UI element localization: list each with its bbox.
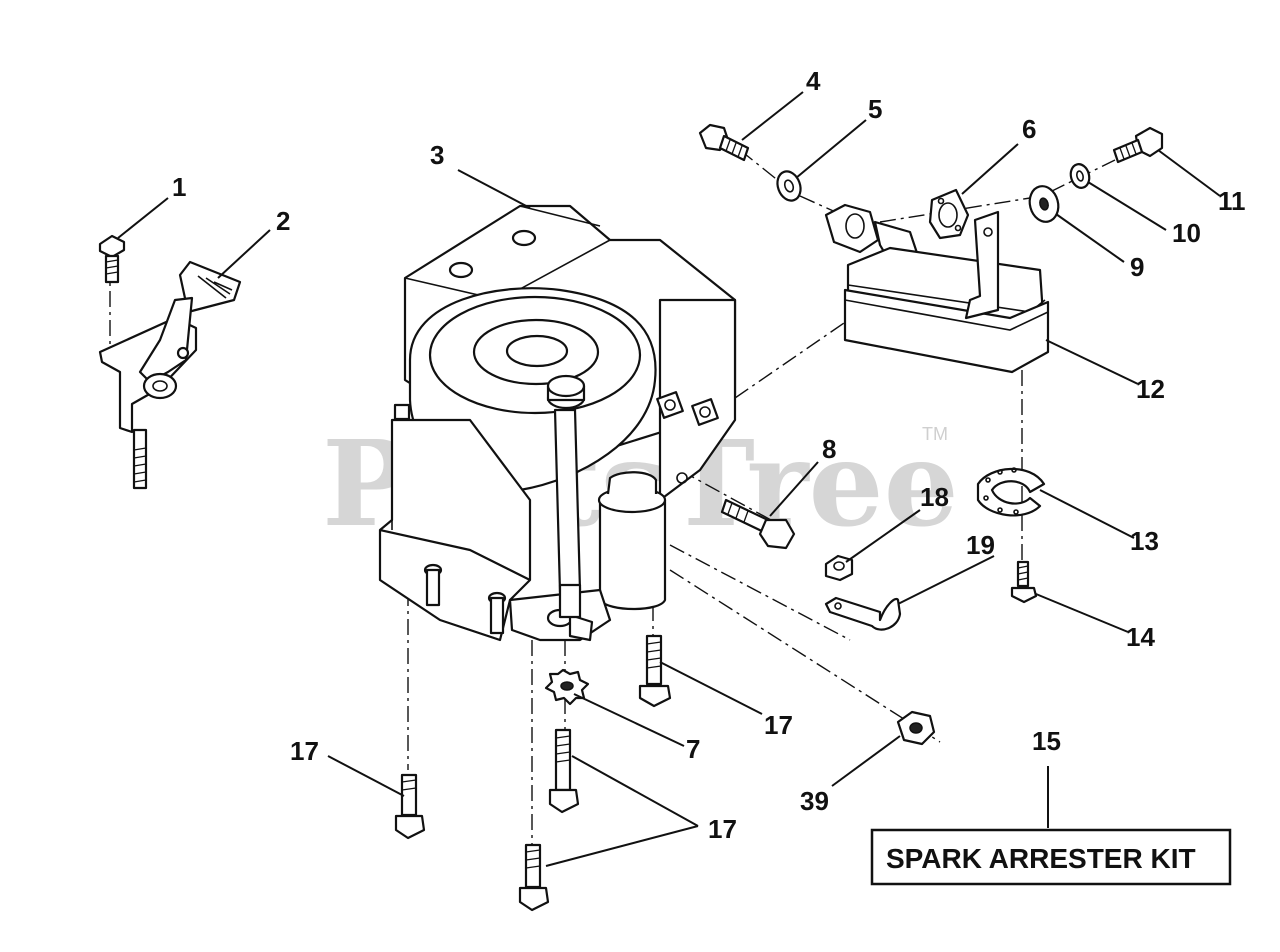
callout-15: 15 bbox=[1032, 726, 1061, 756]
callout-6: 6 bbox=[1022, 114, 1036, 144]
callout-39: 39 bbox=[800, 786, 829, 816]
gasket-6-icon bbox=[928, 188, 970, 240]
engine-icon bbox=[378, 204, 737, 642]
bolt-11-icon bbox=[1112, 126, 1164, 164]
spark-screen-icon bbox=[976, 467, 1046, 517]
callout-2: 2 bbox=[276, 206, 290, 236]
washer-9-icon bbox=[1028, 185, 1060, 223]
callout-labels: 1 2 3 4 5 6 7 8 9 10 11 12 13 14 15 17 1… bbox=[172, 66, 1246, 844]
nut-18-icon bbox=[824, 554, 854, 582]
callout-19: 19 bbox=[966, 530, 995, 560]
callout-17-right: 17 bbox=[764, 710, 793, 740]
callout-8: 8 bbox=[822, 434, 836, 464]
watermark-trademark: TM bbox=[922, 424, 948, 444]
callout-14: 14 bbox=[1126, 622, 1155, 652]
callout-5: 5 bbox=[868, 94, 882, 124]
bolt-4-icon bbox=[698, 123, 750, 162]
bolt-17-left-icon bbox=[394, 773, 426, 840]
screw-14-icon bbox=[1010, 560, 1038, 604]
lockwasher-10-icon bbox=[1069, 163, 1091, 189]
washer-5-icon bbox=[776, 170, 802, 202]
callout-7: 7 bbox=[686, 734, 700, 764]
spark-arrester-kit-box: SPARK ARRESTER KIT bbox=[870, 828, 1232, 886]
bolt-17-right-icon bbox=[638, 634, 672, 708]
callout-3: 3 bbox=[430, 140, 444, 170]
clamp-19-icon bbox=[824, 596, 902, 631]
callout-13: 13 bbox=[1130, 526, 1159, 556]
throttle-control-icon bbox=[98, 260, 242, 490]
callout-12: 12 bbox=[1136, 374, 1165, 404]
bolt-1-icon bbox=[98, 234, 126, 284]
muffler-icon bbox=[824, 203, 1050, 374]
alignment-lines bbox=[109, 149, 1116, 845]
star-washer-7-icon bbox=[544, 668, 590, 706]
callout-11: 11 bbox=[1218, 186, 1246, 216]
callout-9: 9 bbox=[1130, 252, 1144, 282]
bolt-8-icon bbox=[720, 498, 796, 550]
callout-10: 10 bbox=[1172, 218, 1201, 248]
callout-4: 4 bbox=[806, 66, 821, 96]
callout-18: 18 bbox=[920, 482, 949, 512]
callout-1: 1 bbox=[172, 172, 186, 202]
kit-label: SPARK ARRESTER KIT bbox=[886, 843, 1196, 874]
callout-17-bottom: 17 bbox=[708, 814, 737, 844]
bolt-17-bottom-icon bbox=[518, 843, 550, 912]
callout-17-left: 17 bbox=[290, 736, 319, 766]
nut-39-icon bbox=[896, 710, 936, 746]
bolt-17-center-icon bbox=[548, 728, 580, 814]
leader-lines bbox=[117, 91, 1221, 867]
